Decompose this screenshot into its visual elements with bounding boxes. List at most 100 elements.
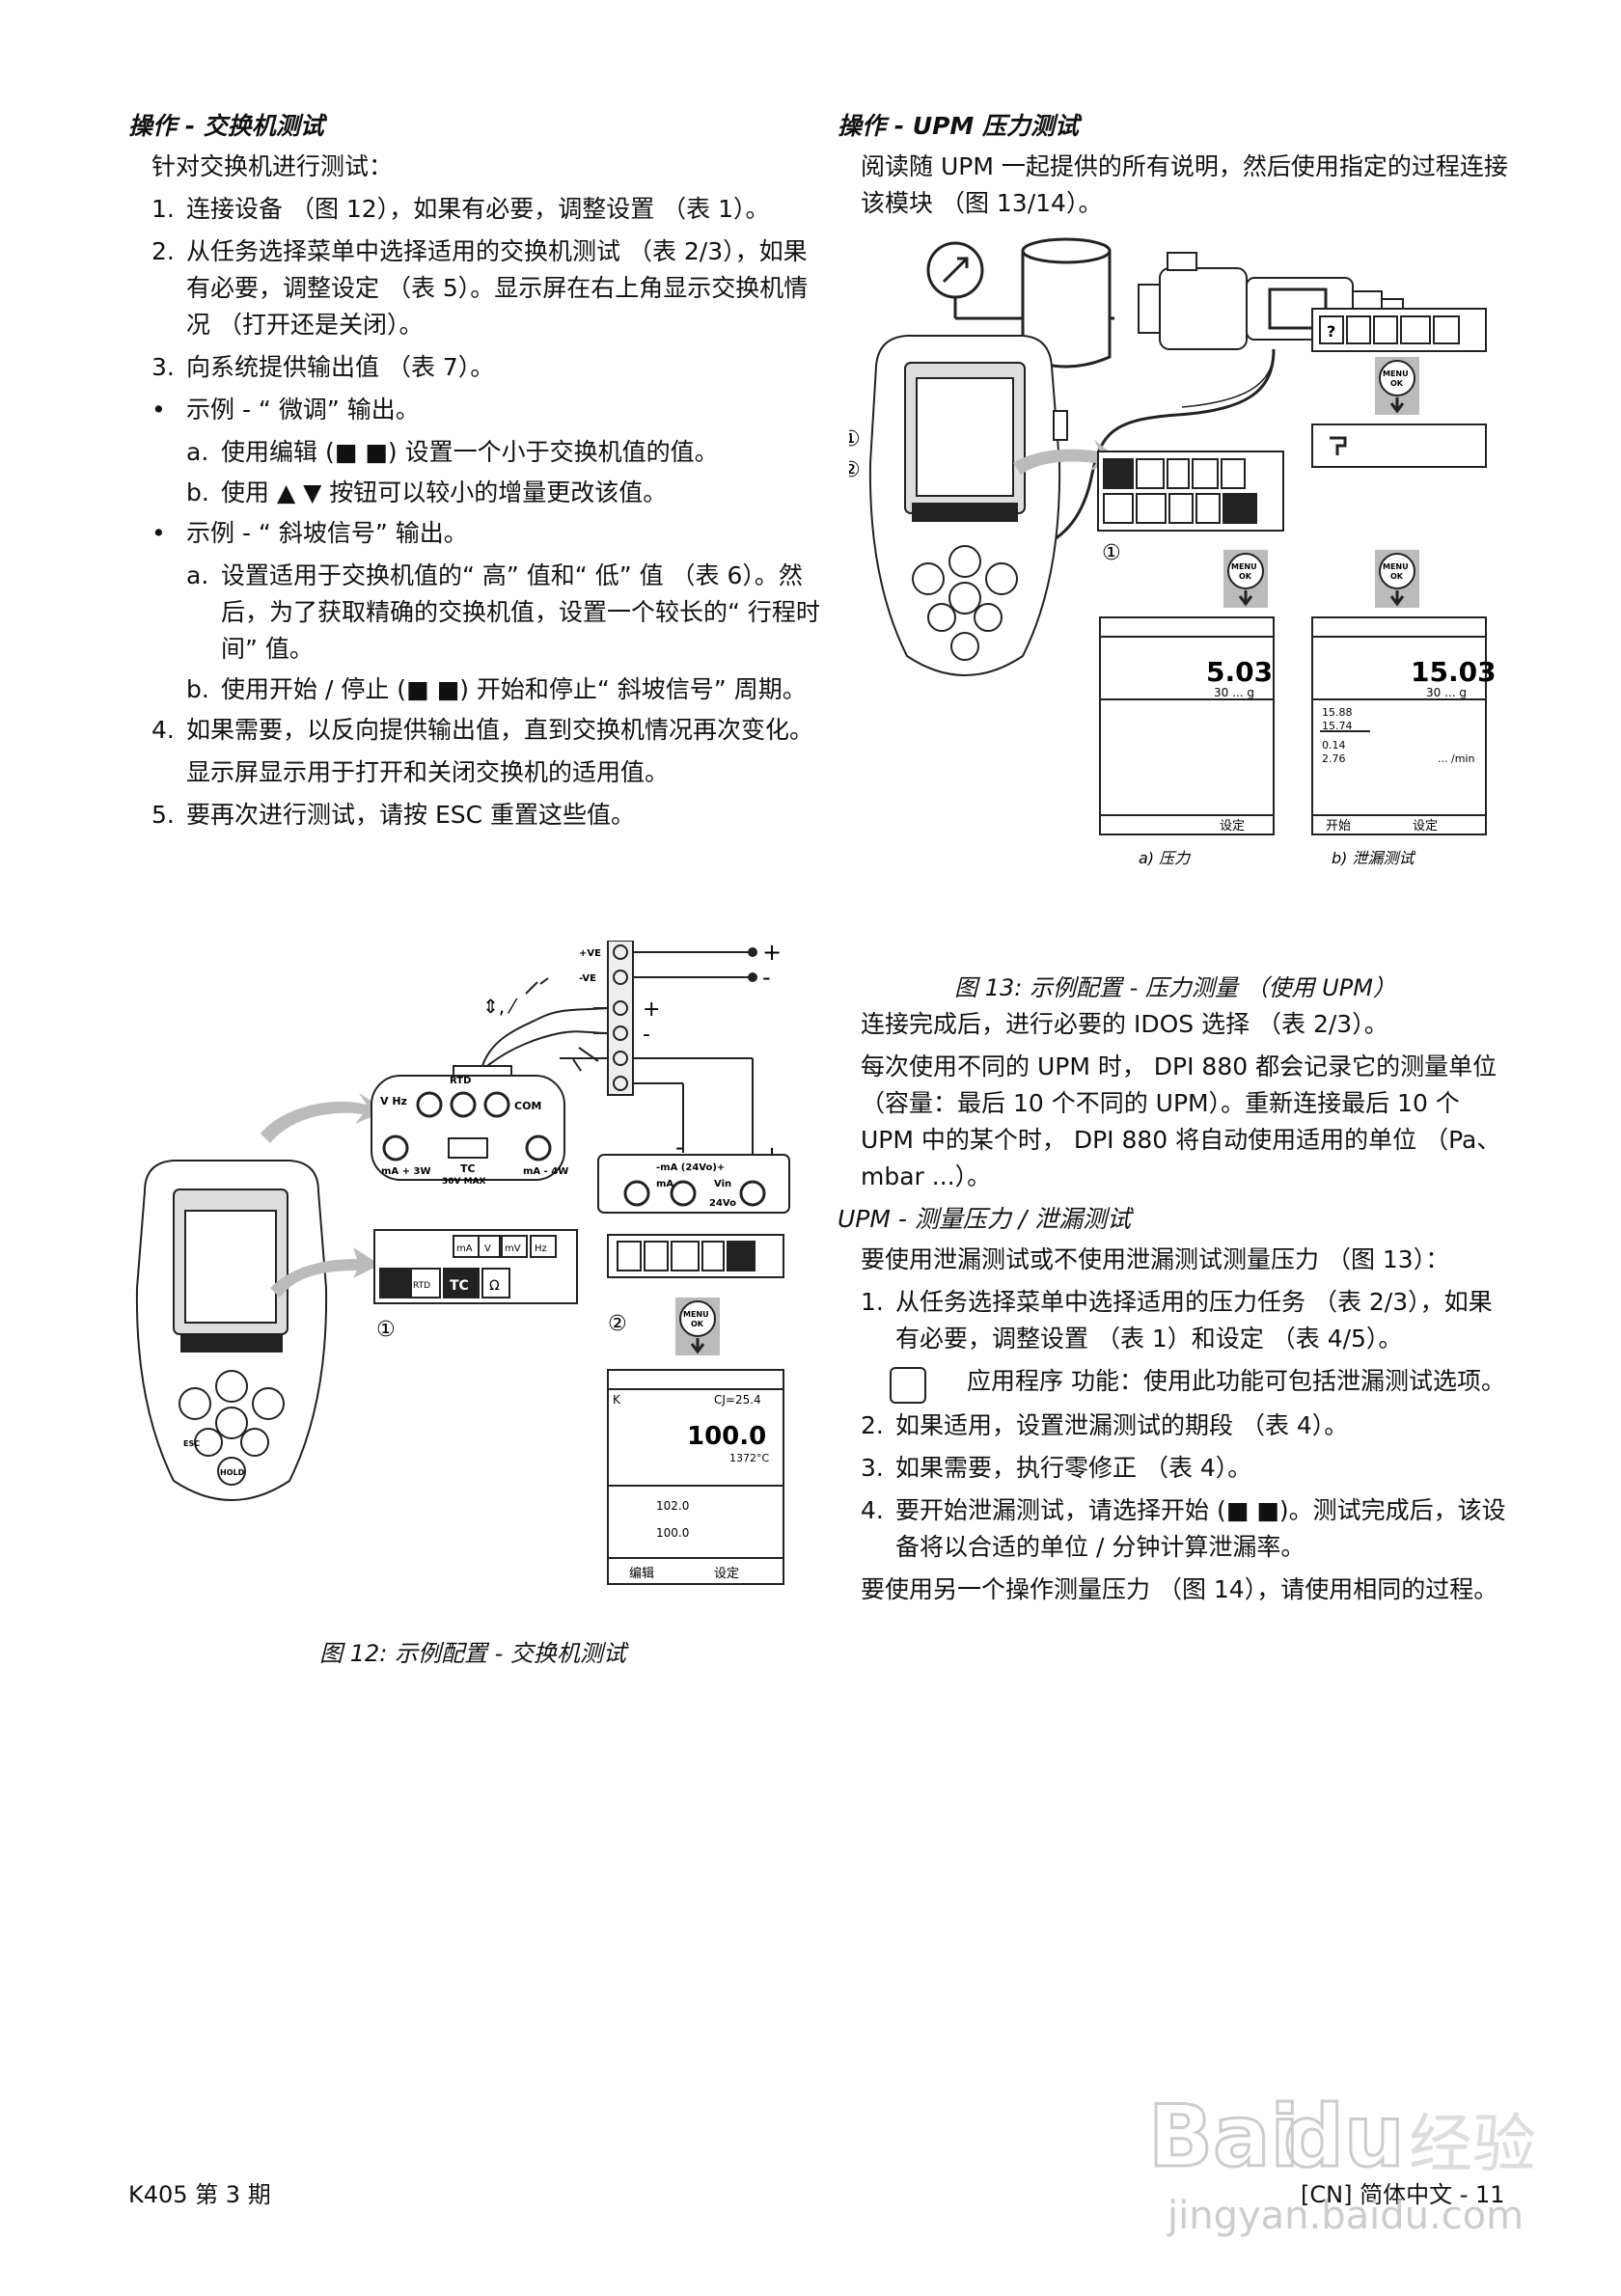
icon-hz: Hz: [535, 1244, 547, 1254]
label-nve: -VE: [579, 973, 596, 984]
label-minus-switch: -: [643, 1023, 650, 1047]
connector-panel: [371, 1075, 565, 1181]
substep-1b: b.使用 ▲ ▼ 按钮可以较小的增量更改该值。: [186, 478, 668, 506]
icon-tc: TC: [450, 1278, 469, 1294]
menu-label: MENU: [683, 1310, 709, 1319]
step-2: 2.从任务选择菜单中选择适用的交换机测试 （表 2/3），如果有必要，调整设定 …: [151, 237, 809, 339]
paragraph-upm-memory: 每次使用不同的 UPM 时， DPI 880 都会记录它的测量单位 （容量：最后…: [861, 1052, 1501, 1190]
leak-rate-unit: ... /min: [1438, 752, 1474, 765]
leak-start-value: 15.88: [1322, 706, 1353, 719]
label-pve: +VE: [579, 948, 601, 959]
figure-12-illustration: +VE -VE + - + - - + ⇕, ⁄ V Hz: [106, 939, 790, 1585]
right-column: 操作 - UPM 压力测试 阅读随 UPM 一起提供的所有说明，然后使用指定的过…: [838, 108, 1513, 228]
screen-leak-test: [1311, 616, 1487, 835]
menu-ok-button-right: [1375, 357, 1419, 415]
switch-symbol: ⇕, ⁄: [482, 995, 517, 1018]
label-30v-max: 30V MAX: [442, 1177, 486, 1187]
upm-step-3: 3.如果需要，执行零修正 （表 4）。: [861, 1454, 1252, 1482]
upm-step-1: 1.从任务选择菜单中选择适用的压力任务 （表 2/3），如果有必要，调整设置 （…: [861, 1288, 1493, 1353]
step-1: 1.连接设备 （图 12），如果有必要，调整设置 （表 1）。: [151, 195, 770, 223]
watermark-url: jingyan.baidu.com: [1167, 2194, 1524, 2238]
label-com: COM: [514, 1100, 541, 1112]
screen-pressure: [1099, 616, 1275, 835]
icon-rtd: RTD: [413, 1281, 430, 1291]
footer-issue: K405 第 3 期: [128, 2181, 271, 2208]
step-4-note: 显示屏显示用于打开和关闭交换机的适用值。: [186, 758, 670, 786]
softkey-settings[interactable]: 设定: [714, 1567, 739, 1581]
paragraph-idos: 连接完成后，进行必要的 IDOS 选择 （表 2/3）。: [861, 1010, 1388, 1038]
label-plus-top: +: [762, 941, 782, 966]
bullet-fine-output: •示例 - “ 微调” 输出。: [151, 396, 420, 424]
label-ma: mA: [656, 1179, 673, 1189]
figure-13-caption: 图 13: 示例配置 - 压力测量 （使用 UPM）: [954, 974, 1396, 1001]
ok-label: OK: [1390, 572, 1404, 581]
subheading-measure-leak: UPM - 测量压力 / 泄漏测试: [838, 1205, 1132, 1233]
pressure-range: 30 ... g: [1214, 686, 1254, 699]
paragraph-other-operation: 要使用另一个操作测量压力 （图 14），请使用相同的过程。: [861, 1575, 1498, 1603]
arrow-icon: [270, 1247, 380, 1298]
figure-12-caption: 图 12: 示例配置 - 交换机测试: [319, 1640, 626, 1667]
softkey-edit[interactable]: 编辑: [629, 1567, 654, 1581]
marker-1: ①: [376, 1318, 396, 1342]
sub-caption-a: a) 压力: [1139, 849, 1192, 867]
leak-rate-value: 2.76: [1322, 752, 1346, 765]
marker-1-device: ①: [849, 427, 861, 451]
icon-ma: mA: [456, 1244, 473, 1254]
right-column-lower: 图 13: 示例配置 - 压力测量 （使用 UPM） 连接完成后，进行必要的 I…: [838, 970, 1513, 1614]
section-heading-switch-test: 操作 - 交换机测试: [128, 112, 324, 140]
label-minus-top: -: [762, 964, 771, 991]
marker-2-device: ②: [849, 458, 861, 482]
output-icon-strip: [607, 1234, 784, 1278]
function-icon-strip: [373, 1229, 578, 1304]
figure-13-illustration: ① ② ① ?: [841, 237, 1497, 867]
ok-label: OK: [691, 1320, 704, 1328]
label-plus-switch: +: [643, 998, 660, 1022]
upm-cable: [1031, 348, 1276, 552]
substep-2a: a.设置适用于交换机值的“ 高” 值和“ 低” 值 （表 6）。然后，为了获取精…: [186, 561, 820, 663]
icon-mv: mV: [505, 1244, 521, 1254]
handheld-calibrator: [868, 335, 1068, 676]
ok-label: OK: [1239, 572, 1252, 581]
result-screen: [607, 1369, 784, 1585]
watermark-brand: Bai: [1148, 2087, 1300, 2186]
baidu-watermark-logo: Bai du 经验 jingyan.baidu.com: [1147, 2074, 1553, 2267]
softkey-settings-a[interactable]: 设定: [1220, 819, 1245, 834]
leak-difference: 0.14: [1322, 739, 1346, 752]
softkey-settings-b[interactable]: 设定: [1413, 819, 1438, 834]
label-v-hz: V Hz: [380, 1095, 407, 1107]
watermark-jingyan: 经验: [1409, 2107, 1536, 2181]
pressure-source: [1021, 237, 1112, 369]
label-tc: TC: [460, 1162, 476, 1175]
marker-2: ②: [608, 1312, 627, 1336]
menu-ok-button-mid: [1223, 550, 1419, 608]
substep-2b: b.使用开始 / 停止 (■ ■) 开始和停止“ 斜坡信号” 周期。: [186, 675, 807, 703]
step-5: 5.要再次进行测试，请按 ESC 重置这些值。: [151, 801, 636, 829]
figure-13: ① ② ① ?: [841, 232, 1515, 974]
step-3: 3.向系统提供输出值 （表 7）。: [151, 353, 495, 381]
application-note: 应用程序 功能：使用此功能可包括泄漏测试选项。: [861, 1363, 1513, 1404]
switch-value-2: 100.0: [656, 1526, 689, 1540]
terminal-block: [560, 940, 757, 1191]
label-rtd: RTD: [450, 1076, 471, 1086]
softkey-start[interactable]: 开始: [1326, 819, 1351, 834]
leak-end-value: 15.74: [1322, 720, 1353, 732]
label-minus-meter: -: [675, 1134, 684, 1161]
section-heading-upm: 操作 - UPM 压力测试: [838, 112, 1079, 140]
function-icon-strip: [1097, 451, 1284, 532]
ok-label: OK: [1390, 379, 1404, 388]
substep-1a: a.使用编辑 (■ ■) 设置一个小于交换机值的值。: [186, 438, 719, 466]
upm-step-4: 4.要开始泄漏测试，请选择开始 (■ ■)。测试完成后，该设备将以合适的单位 /…: [861, 1496, 1506, 1561]
switch-value-1: 102.0: [656, 1499, 689, 1513]
meter-panel: [597, 1154, 790, 1214]
arrow-icon: [1013, 440, 1119, 475]
task-icon-strip: [1311, 308, 1487, 352]
watermark-du: du: [1283, 2087, 1405, 2186]
main-reading: 100.0: [687, 1422, 766, 1451]
figure-12: +VE -VE + - + - - + ⇕, ⁄ V Hz: [106, 939, 810, 1635]
marker-1: ①: [1102, 541, 1121, 565]
footer-page: [CN] 简体中文 - 11: [1301, 2181, 1505, 2208]
thermocouple-type: K: [613, 1393, 621, 1407]
menu-label: MENU: [1383, 369, 1409, 378]
label-24vo: 24Vo: [709, 1198, 736, 1209]
sub-caption-b: b) 泄漏测试: [1332, 849, 1415, 867]
